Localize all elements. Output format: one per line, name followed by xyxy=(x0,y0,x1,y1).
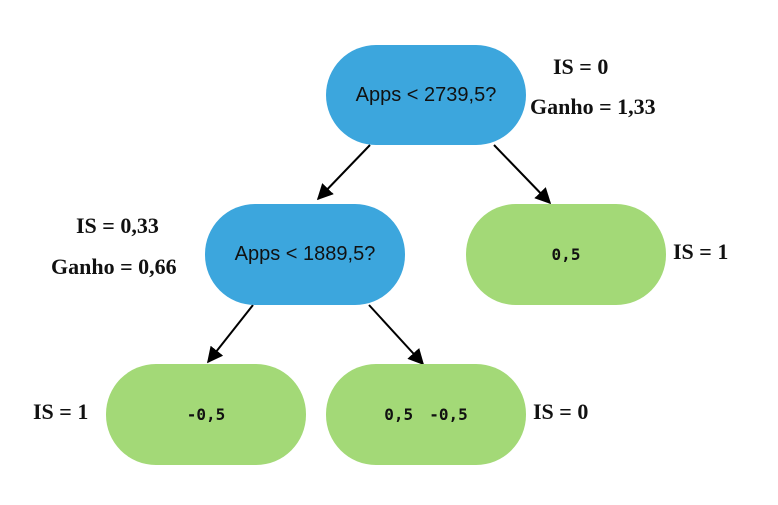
edge-left-to-leftright xyxy=(368,304,425,366)
edge-root-to-right xyxy=(493,144,552,205)
left-decision-node: Apps < 1889,5? xyxy=(205,204,405,305)
root-decision-node: Apps < 2739,5? xyxy=(326,45,526,145)
left-question: Apps < 1889,5? xyxy=(234,243,376,265)
right-leaf-is-label: IS = 1 xyxy=(673,239,729,264)
edge-root-to-left xyxy=(316,144,371,201)
left-right-leaf-is-label: IS = 0 xyxy=(533,399,589,424)
left-left-leaf-is-label: IS = 1 xyxy=(33,399,89,424)
edge-left-to-leftleft xyxy=(207,304,254,364)
leaf-value: 0,5 xyxy=(384,405,414,424)
root-question: Apps < 2739,5? xyxy=(355,83,497,106)
left-right-leaf-node: 0,5 -0,5 xyxy=(326,364,526,465)
leaf-value: -0,5 xyxy=(429,405,468,424)
left-gain-label: Ganho = 0,66 xyxy=(51,254,177,279)
root-gain-label: Ganho = 1,33 xyxy=(530,94,656,119)
right-leaf-node: 0,5 xyxy=(466,204,666,305)
left-left-leaf-node: -0,5 xyxy=(106,364,306,465)
leaf-value: 0,5 xyxy=(551,245,581,264)
left-is-label: IS = 0,33 xyxy=(76,213,159,238)
leaf-value: -0,5 xyxy=(186,405,226,424)
root-is-label: IS = 0 xyxy=(553,54,609,79)
